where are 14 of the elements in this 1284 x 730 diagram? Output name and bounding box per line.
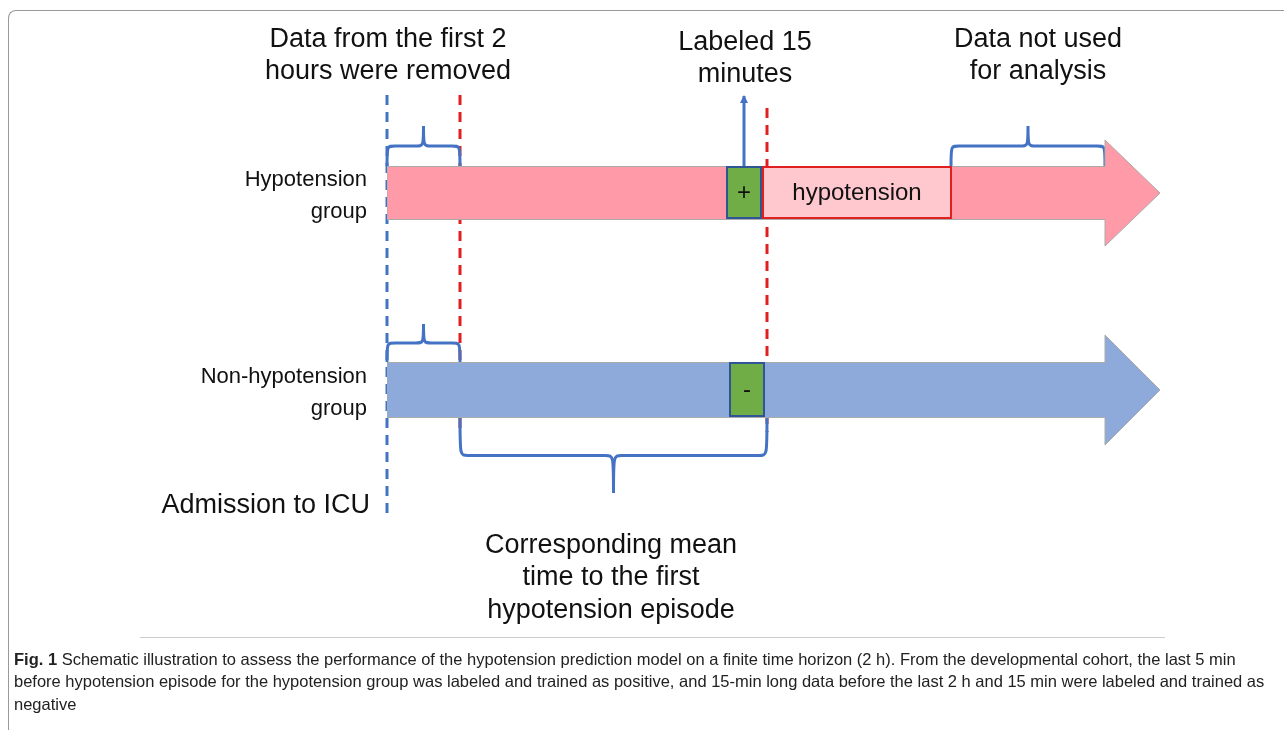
arrow [740, 95, 748, 166]
episode-box: hypotension [762, 166, 952, 219]
label-box: - [729, 362, 765, 417]
annotation-text: Admission to ICU [160, 488, 370, 521]
group-label: Non-hypotension group [199, 362, 367, 422]
timeline-arrow [387, 335, 1160, 445]
annotation-text: Data from the first 2 hours were removed [263, 22, 513, 87]
annotation-text: Labeled 15 minutes [665, 22, 825, 92]
annotation-text: Data not used for analysis [952, 22, 1124, 87]
label-box: + [726, 166, 762, 219]
figure-caption: Fig. 1 Schematic illustration to assess the performance of the hypotension prediction model on a finite time horizon (2 h). From the developmental cohort, the last 5 min before hypotension episode for the hypotension group was labeled and trained as positive, and 15-min long data before the last 2 h and 15 min were labeled and trained as negative [14, 649, 1266, 715]
annotation-text: Corresponding mean time to the first hypotension episode [483, 528, 739, 626]
timeline-arrow [387, 140, 1160, 246]
group-label: Hypotension group [243, 165, 367, 225]
